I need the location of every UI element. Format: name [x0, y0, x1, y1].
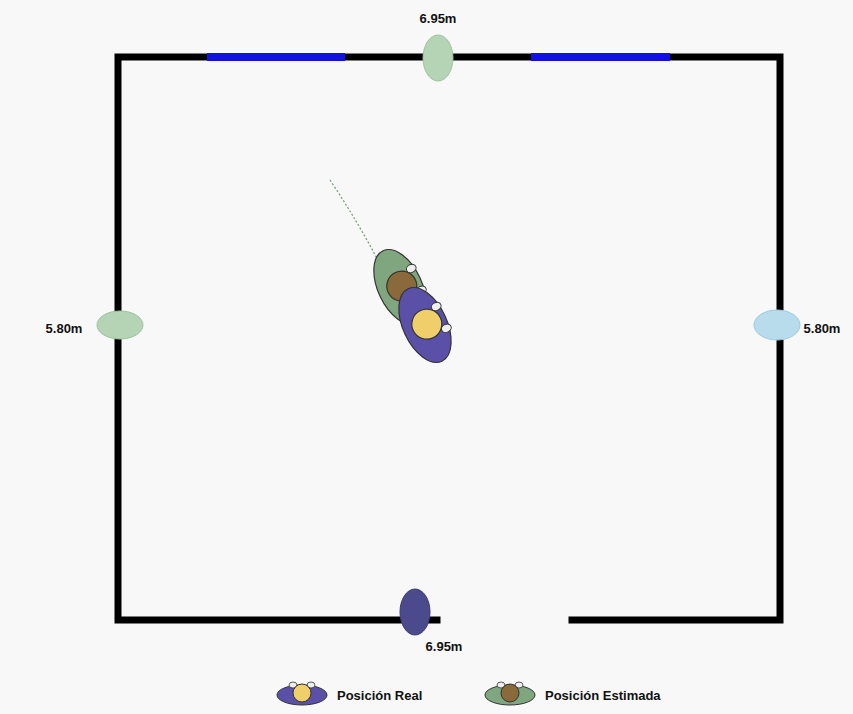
sensor	[400, 589, 430, 635]
real-person	[388, 279, 463, 371]
distance-label: 6.95m	[426, 639, 463, 654]
distance-label: 5.80m	[46, 321, 83, 336]
distance-label: 6.95m	[420, 11, 457, 26]
distance-label: 5.80m	[804, 321, 841, 336]
window	[531, 53, 670, 61]
sensor	[423, 35, 453, 81]
legend-text: Posición Real	[337, 688, 422, 703]
sensor	[754, 310, 800, 340]
legend-icon-estimated	[485, 682, 535, 705]
window	[207, 53, 345, 61]
trajectory	[330, 180, 382, 268]
legend-icon-real	[277, 682, 327, 705]
sensor	[97, 311, 143, 339]
wall	[118, 57, 780, 620]
legend-text: Posición Estimada	[545, 688, 661, 703]
